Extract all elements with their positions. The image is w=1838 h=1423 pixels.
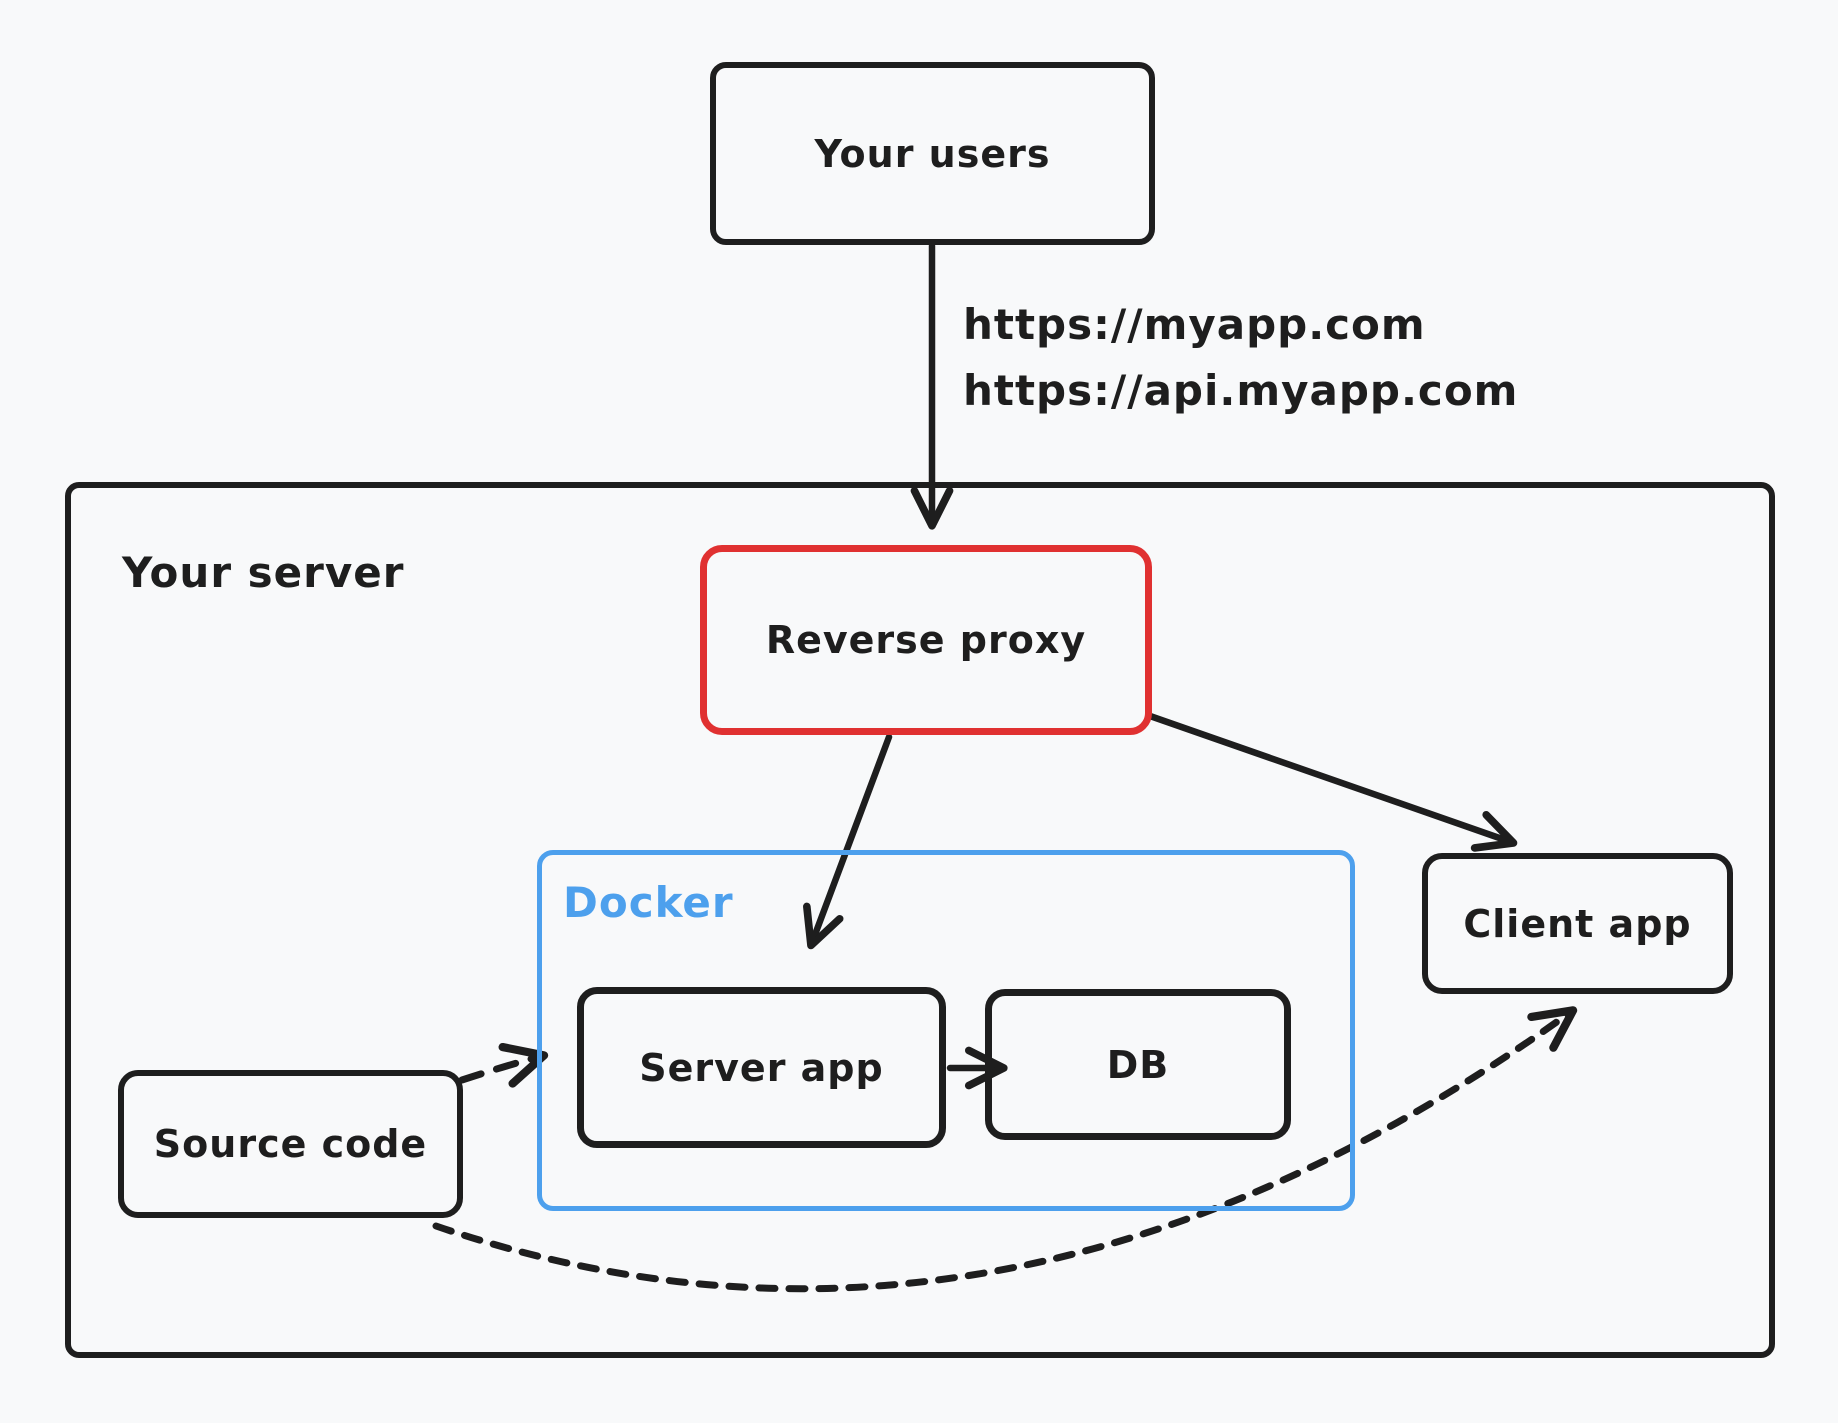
node-db: DB — [985, 989, 1291, 1140]
node-client-app: Client app — [1422, 853, 1733, 994]
node-db-label: DB — [1106, 1042, 1170, 1087]
group-docker-label: Docker — [563, 878, 734, 927]
node-client-app-label: Client app — [1463, 901, 1692, 946]
node-reverse-proxy: Reverse proxy — [700, 545, 1152, 735]
node-source-code-label: Source code — [153, 1122, 428, 1166]
node-server-app-label: Server app — [639, 1045, 884, 1090]
node-your-users-label: Your users — [814, 131, 1051, 176]
node-your-users: Your users — [710, 62, 1155, 245]
group-docker — [537, 850, 1355, 1211]
group-your-server — [65, 482, 1775, 1358]
url-label-api-myapp: https://api.myapp.com — [963, 366, 1519, 415]
node-server-app: Server app — [577, 987, 946, 1148]
edge-url-labels: https://myapp.com https://api.myapp.com — [963, 292, 1518, 424]
url-label-myapp: https://myapp.com — [963, 300, 1426, 349]
group-your-server-label: Your server — [122, 548, 405, 597]
node-reverse-proxy-label: Reverse proxy — [765, 618, 1087, 662]
node-source-code: Source code — [118, 1070, 463, 1218]
